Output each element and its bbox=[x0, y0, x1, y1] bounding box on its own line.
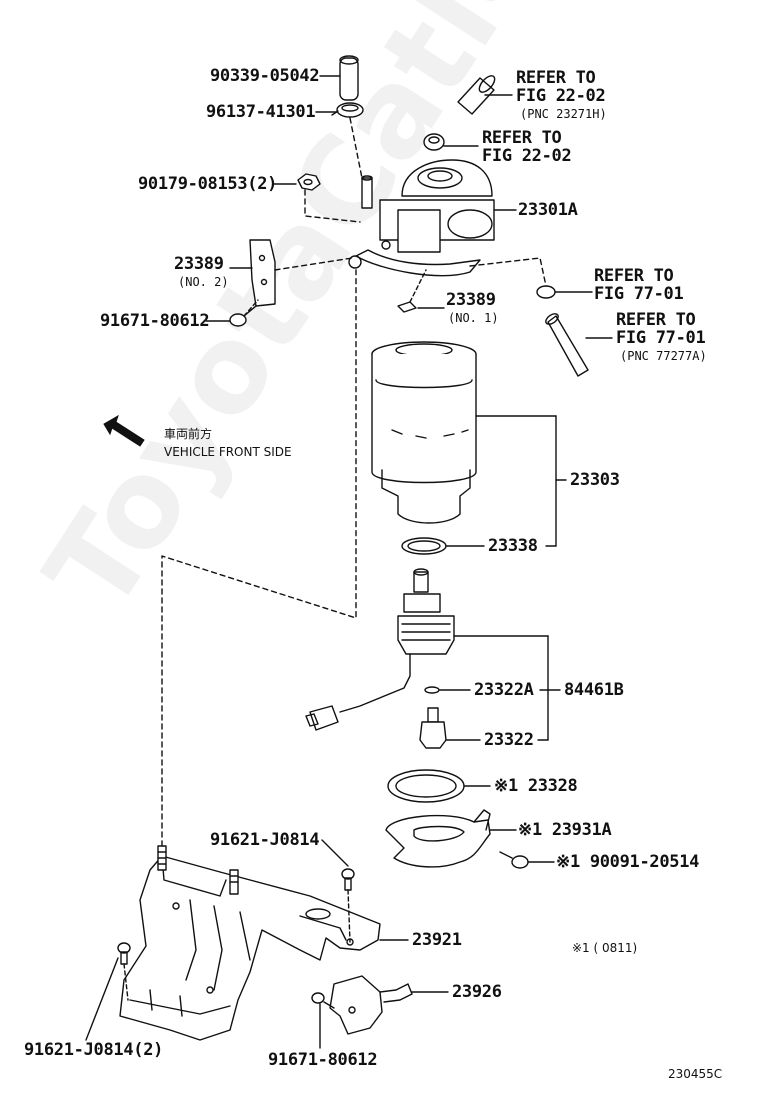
figure-code: 230455C bbox=[668, 1067, 723, 1081]
oring-23322a bbox=[424, 686, 471, 694]
label-23322a: 23322A bbox=[474, 680, 534, 700]
clamp-refer-2 bbox=[423, 133, 479, 151]
label-90091: ※1 90091-20514 bbox=[556, 852, 700, 872]
refer-3-line2: FIG 77-01 bbox=[594, 284, 684, 304]
label-23303: 23303 bbox=[570, 470, 620, 490]
refer-4-line1: REFER TO bbox=[616, 310, 696, 330]
refer-4-line2: FIG 77-01 bbox=[616, 328, 706, 348]
label-23931a: ※1 23931A bbox=[518, 820, 612, 840]
bracket-23389-no1 bbox=[397, 269, 445, 313]
hose-refer-1 bbox=[457, 75, 513, 115]
footnote: ※1 ( 0811) bbox=[572, 941, 638, 955]
label-91671-a: 91671-80612 bbox=[100, 311, 210, 331]
ring-23328 bbox=[387, 769, 491, 803]
bracket-23926 bbox=[329, 975, 449, 1035]
gasket-23338 bbox=[401, 537, 557, 555]
refer-2-line2: FIG 22-02 bbox=[482, 146, 572, 166]
hose-refer-4 bbox=[545, 313, 613, 377]
label-91671-b: 91671-80612 bbox=[268, 1050, 378, 1070]
bracket-23921 bbox=[119, 845, 409, 1041]
refer-1-line2: FIG 22-02 bbox=[516, 86, 606, 106]
refer-4-sub: (PNC 77277A) bbox=[620, 349, 707, 363]
screw-90091 bbox=[499, 851, 555, 869]
label-23301a: 23301A bbox=[518, 200, 578, 220]
bolt-91621-a bbox=[321, 839, 355, 943]
bolt-91671-a bbox=[205, 299, 259, 327]
label-90339: 90339-05042 bbox=[210, 66, 320, 86]
direction-arrow bbox=[103, 414, 145, 447]
label-90179: 90179-08153(2) bbox=[138, 174, 278, 194]
refer-1-sub: (PNC 23271H) bbox=[520, 107, 607, 121]
connector-84461b bbox=[305, 705, 339, 731]
refer-3-line1: REFER TO bbox=[594, 266, 674, 286]
label-91621-b: 91621-J0814(2) bbox=[24, 1040, 164, 1060]
direction-en: VEHICLE FRONT SIDE bbox=[164, 445, 292, 459]
clamp-refer-3 bbox=[469, 257, 593, 299]
label-23389-no2: 23389 bbox=[174, 254, 224, 274]
filter-head-23301a bbox=[348, 159, 517, 277]
clamp-23931a bbox=[385, 809, 517, 868]
bolt-91621-b bbox=[85, 942, 131, 1041]
label-23389-no1-sub: (NO. 1) bbox=[448, 311, 499, 325]
label-23338: 23338 bbox=[488, 536, 538, 556]
label-23389-no2-sub: (NO. 2) bbox=[178, 275, 229, 289]
direction-jp: 車両前方 bbox=[164, 427, 213, 441]
filter-element-23303 bbox=[371, 341, 567, 547]
label-96137: 96137-41301 bbox=[206, 102, 316, 122]
nut-90179 bbox=[297, 173, 361, 223]
bracket-23389-no2 bbox=[229, 239, 353, 307]
hose-90339 bbox=[339, 55, 359, 101]
plug-23322 bbox=[419, 707, 481, 749]
label-23926: 23926 bbox=[452, 982, 502, 1002]
sensor-84461b bbox=[339, 568, 549, 713]
label-23921: 23921 bbox=[412, 930, 462, 950]
label-23322: 23322 bbox=[484, 730, 534, 750]
refer-2-line1: REFER TO bbox=[482, 128, 562, 148]
clamp-96137 bbox=[331, 102, 364, 118]
refer-1-line1: REFER TO bbox=[516, 68, 596, 88]
label-84461b: 84461B bbox=[564, 680, 624, 700]
label-23328: ※1 23328 bbox=[494, 776, 578, 796]
bolt-91671-b bbox=[311, 992, 335, 1049]
label-23389-no1: 23389 bbox=[446, 290, 496, 310]
label-91621-a: 91621-J0814 bbox=[210, 830, 320, 850]
